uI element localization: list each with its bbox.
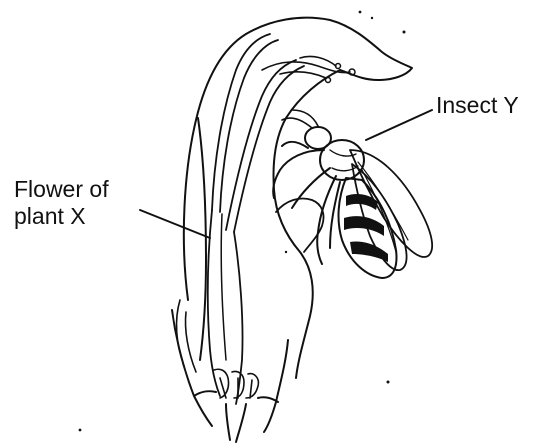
leader-line-insect [366,110,432,140]
insect-label: Insect Y [436,92,519,119]
insect-antennae [282,110,318,128]
corolla-tube-left [198,118,206,360]
insect-thorax [320,140,364,180]
flower-label: Flower of plant X [14,176,109,230]
flower-label-line-1: Flower of [14,176,109,203]
flower-stalk [226,404,246,442]
leader-line-flower [140,210,210,238]
ovary-base [214,369,258,398]
calyx-left-sepal [177,300,196,372]
insect-stripes [344,194,388,262]
flower-lower-lip [274,70,341,378]
calyx [172,310,288,432]
flower-label-line-2: plant X [14,203,109,230]
vein-lower-c [221,214,226,360]
insect-legs [273,142,340,264]
